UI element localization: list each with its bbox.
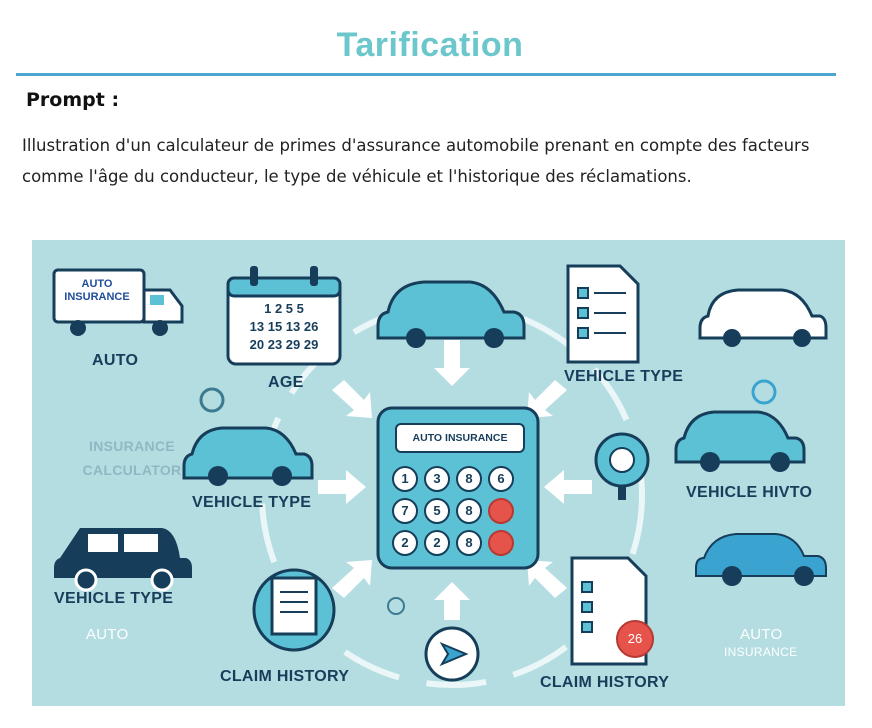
calendar-icon	[226, 266, 342, 366]
calc-key: 6	[488, 466, 514, 492]
label-claim-history-left: CLAIM HISTORY	[220, 668, 350, 685]
label-vehicle-type-left: VEHICLE TYPE	[192, 494, 312, 511]
truck-logo-text: AUTO INSURANCE	[64, 278, 130, 303]
prompt-label: Prompt :	[26, 89, 120, 111]
calc-key: 5	[424, 498, 450, 524]
car-top-icon	[376, 280, 526, 348]
calc-key-red	[488, 498, 514, 524]
label-vehicle-history: VEHICLE HIVTO	[686, 484, 813, 501]
calc-key: 8	[456, 466, 482, 492]
truck-icon	[52, 268, 184, 336]
illustration-art	[52, 264, 828, 688]
calc-key: 3	[424, 466, 450, 492]
calculator-screen: AUTO INSURANCE	[395, 423, 525, 453]
label-insurance-bottom-right: INSURANCE	[724, 645, 798, 659]
insurance-illustration: AUTO INSURANCE 1 2 5 5 13 15 13 26 20 23…	[32, 240, 845, 706]
navigation-icon	[424, 626, 480, 682]
calc-key: 1	[392, 466, 418, 492]
suv-icon	[54, 528, 192, 592]
calc-key: 7	[392, 498, 418, 524]
label-calculator: CALCULATOR	[82, 462, 182, 478]
page-title: Tarification	[336, 26, 524, 64]
small-gear-icon	[387, 597, 405, 615]
car-top-right-icon	[698, 288, 828, 347]
car-right-icon	[674, 410, 806, 472]
label-claim-history-right: CLAIM HISTORY	[540, 674, 670, 691]
label-vehicle-type-bottom: VEHICLE TYPE	[54, 590, 174, 607]
car-left-icon	[182, 426, 314, 486]
calc-key: 8	[456, 498, 482, 524]
label-age: AGE	[268, 374, 304, 391]
gear-icon	[594, 432, 650, 500]
title-divider	[16, 73, 836, 76]
label-auto-bottom-right: AUTO	[740, 626, 783, 643]
label-vehicle-type-right: VEHICLE TYPE	[564, 368, 684, 385]
small-clock-icon	[199, 387, 225, 413]
claim-badge: 26	[616, 620, 654, 658]
label-auto-top: AUTO	[92, 352, 139, 369]
small-target-icon	[751, 379, 777, 405]
label-auto-bottom-left: AUTO	[86, 626, 129, 643]
label-insurance: INSURANCE	[89, 438, 175, 454]
calc-key: 8	[456, 530, 482, 556]
calendar-grid: 1 2 5 5 13 15 13 26 20 23 29 29	[249, 301, 319, 352]
calc-key: 2	[392, 530, 418, 556]
car-bottom-right-icon	[695, 533, 827, 586]
checklist-doc-icon	[566, 264, 640, 364]
prompt-text: Illustration d'un calculateur de primes …	[22, 136, 810, 186]
claim-doc-icon	[252, 568, 336, 652]
calc-key: 2	[424, 530, 450, 556]
calc-key-red	[488, 530, 514, 556]
